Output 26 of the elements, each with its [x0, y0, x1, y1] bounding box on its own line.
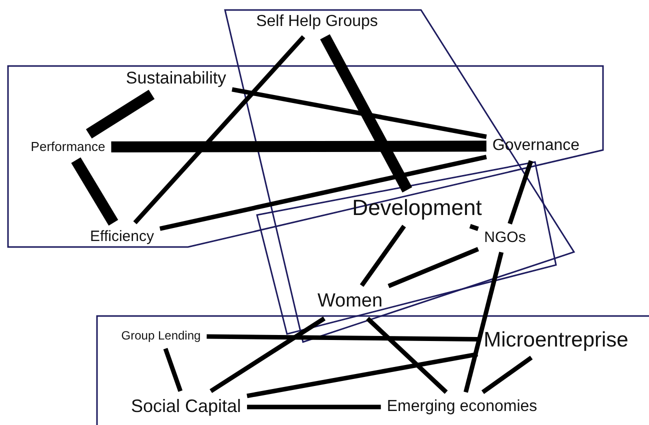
term-label: NGOs — [484, 230, 526, 246]
connector-line — [360, 224, 406, 287]
connector-line — [246, 352, 478, 398]
connector-line — [86, 90, 155, 138]
term-label: Social Capital — [130, 397, 242, 417]
connector-line — [206, 334, 478, 342]
connector-line — [481, 356, 533, 394]
connector-line — [133, 35, 306, 224]
connector-line — [210, 316, 326, 393]
term-label: Sustainability — [126, 70, 226, 88]
term-label: Efficiency — [90, 228, 154, 246]
connector-line — [464, 252, 504, 393]
term-label: Self Help Groups — [256, 13, 378, 31]
connector-line — [366, 316, 448, 394]
term-label: Microentreprise — [484, 328, 628, 352]
term-label: Group Lending — [121, 329, 201, 343]
term-label: Women — [317, 292, 383, 312]
term-label: Emerging economies — [386, 398, 538, 416]
connector-line — [320, 34, 412, 192]
term-label: Development — [352, 196, 482, 220]
connector-line — [71, 157, 118, 226]
connector-line — [247, 404, 381, 410]
connector-line — [163, 348, 183, 392]
term-label: Performance — [30, 140, 106, 154]
connector-line — [232, 87, 487, 139]
connector-line — [469, 224, 479, 231]
